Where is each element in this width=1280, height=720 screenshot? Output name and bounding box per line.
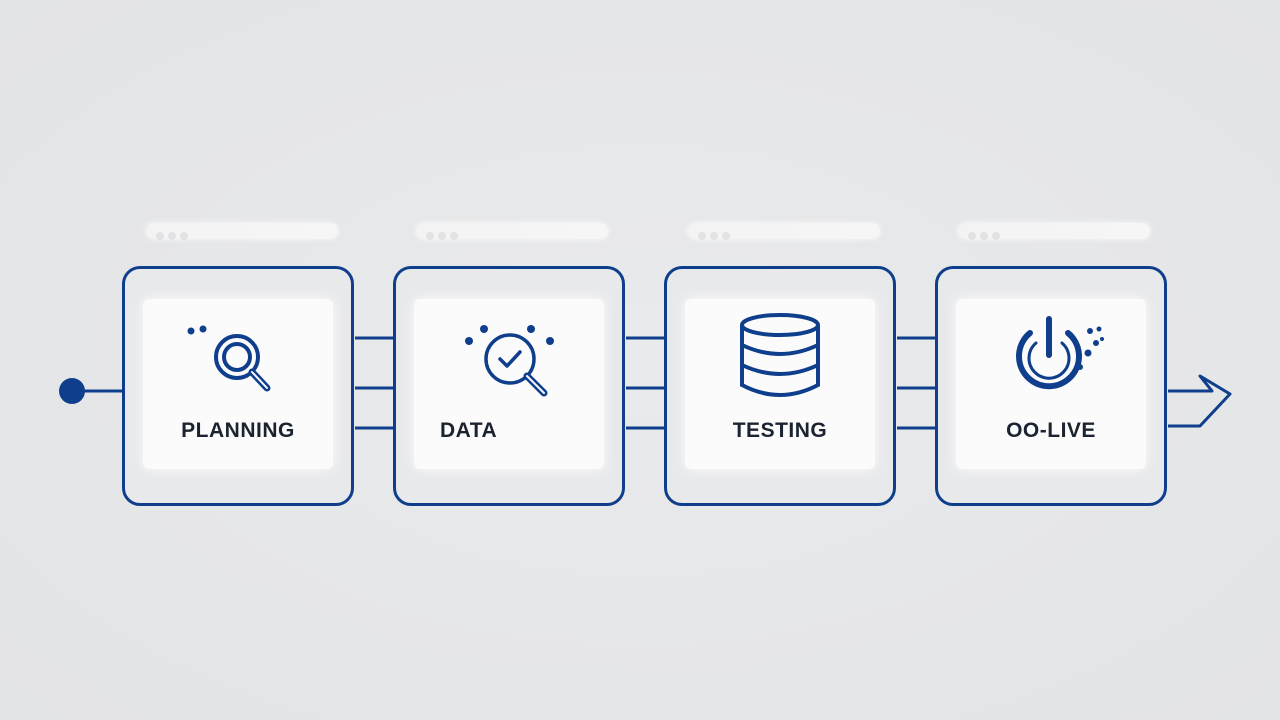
placeholder-bar [958, 223, 1150, 240]
step-data: DATA [393, 266, 625, 506]
step-label: TESTING [732, 419, 828, 442]
step-label: DATA [440, 419, 498, 442]
step-go-live: OO-LIVE [935, 266, 1167, 506]
step-panel: DATA [414, 299, 604, 469]
step-planning: PLANNING [122, 266, 354, 506]
step-testing: TESTING [664, 266, 896, 506]
step-label: PLANNING [181, 419, 295, 442]
step-panel: TESTING [685, 299, 875, 469]
placeholder-bar [146, 223, 338, 240]
placeholder-bar [688, 223, 880, 240]
database-icon [740, 313, 820, 397]
start-node [59, 378, 85, 404]
power-icon [1016, 316, 1104, 390]
placeholder-bar [416, 223, 608, 240]
step-panel: PLANNING [143, 299, 333, 469]
step-label: OO-LIVE [1006, 419, 1096, 442]
end-arrow [1168, 374, 1232, 428]
magnifier-check-icon [465, 325, 554, 397]
step-panel: OO-LIVE [956, 299, 1146, 469]
magnifier-icon [187, 325, 271, 392]
